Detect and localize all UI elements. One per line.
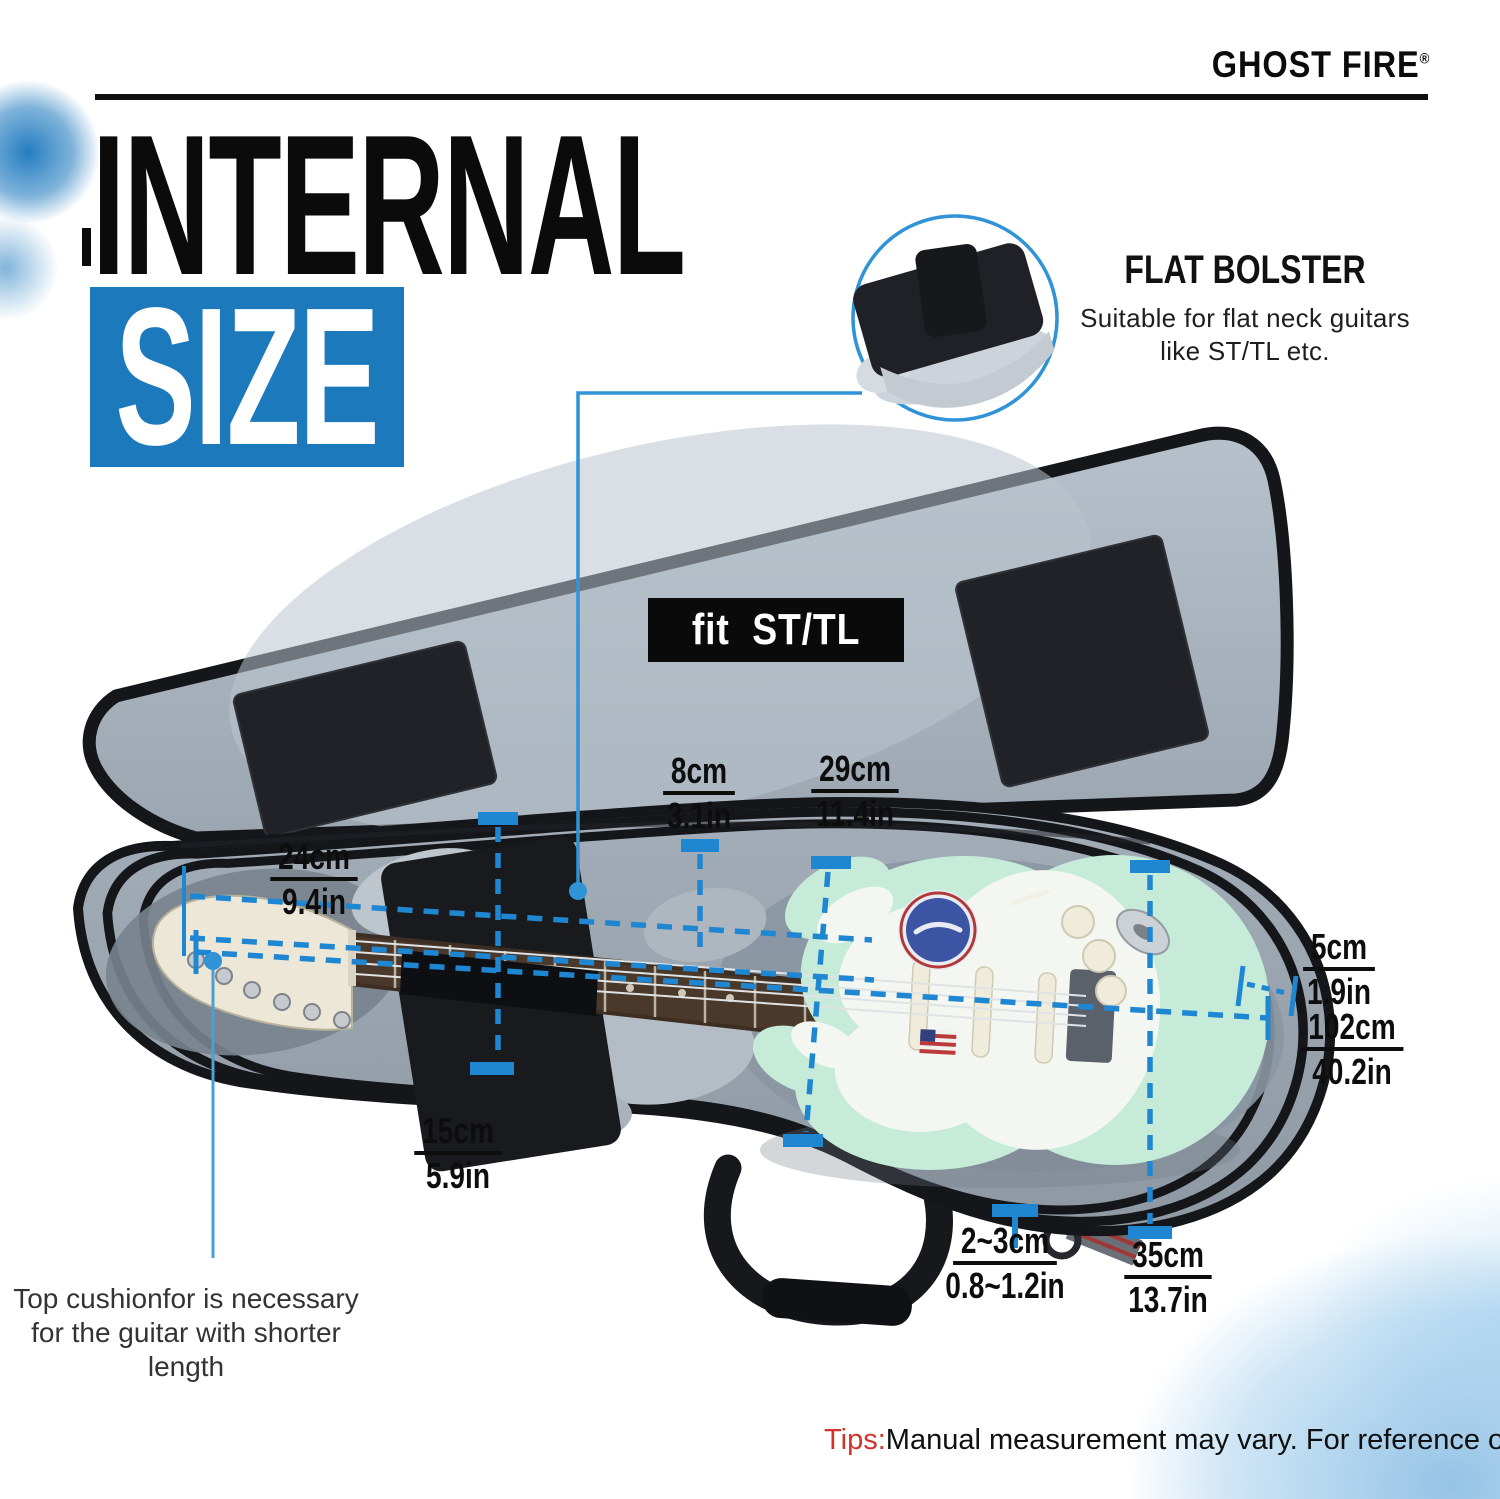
zipper-line xyxy=(179,821,1151,849)
lid-velcro-patch-right xyxy=(955,534,1209,788)
lid-velcro-patch-left xyxy=(232,640,498,838)
dim-lower-body-width: 35cm 13.7in xyxy=(1124,1236,1212,1319)
registered-mark: ® xyxy=(1419,50,1430,68)
nut xyxy=(348,930,356,986)
dim-neck-pocket-width: 15cm 5.9in xyxy=(414,1112,502,1195)
brand-name: GHOST FIRE xyxy=(1211,44,1420,85)
dim-wall-thickness: 5cm 1.9in xyxy=(1303,928,1375,1011)
inset-title: FLAT BOLSTER xyxy=(1124,248,1366,292)
title-accent-square xyxy=(82,228,91,266)
dim-cushion-thickness: 2~3cm 0.8~1.2in xyxy=(945,1220,1065,1306)
fit-badge: fit ST/TL xyxy=(648,598,904,662)
dim-upper-body-width: 29cm 11.4in xyxy=(811,750,899,833)
leader-dot xyxy=(569,882,587,900)
tips-text: Manual measurement may vary. For referen… xyxy=(885,1424,1500,1456)
dim-internal-length: 102cm 40.2in xyxy=(1300,1008,1404,1091)
flag-sticker xyxy=(919,1029,957,1055)
plush-cushion xyxy=(643,887,767,963)
tips-label: Tips: xyxy=(824,1424,886,1456)
inset-description: Suitable for flat neck guitars like ST/T… xyxy=(1080,303,1410,367)
brand-logo: GHOST FIRE® xyxy=(1212,44,1430,86)
flat-bolster-inset xyxy=(569,214,1059,900)
page-subtitle: SIZE xyxy=(115,267,380,486)
fit-badge-label: fit ST/TL xyxy=(691,605,861,654)
leader-dot xyxy=(204,952,222,970)
dim-bolster-width: 8cm 3.1in xyxy=(663,752,735,835)
controls xyxy=(1009,889,1127,1007)
tips-line: Tips:Manual measurement may vary. For re… xyxy=(824,1424,1500,1457)
top-cushion-note: Top cushionfor is necessary for the guit… xyxy=(13,1283,359,1383)
header-divider xyxy=(95,94,1428,100)
fender-decal xyxy=(898,890,978,970)
bolster-cushion-photo xyxy=(853,243,1055,408)
page-subtitle-box: SIZE xyxy=(90,279,404,475)
dim-pocket-width: 24cm 9.4in xyxy=(270,838,358,921)
tuners xyxy=(187,951,351,1029)
